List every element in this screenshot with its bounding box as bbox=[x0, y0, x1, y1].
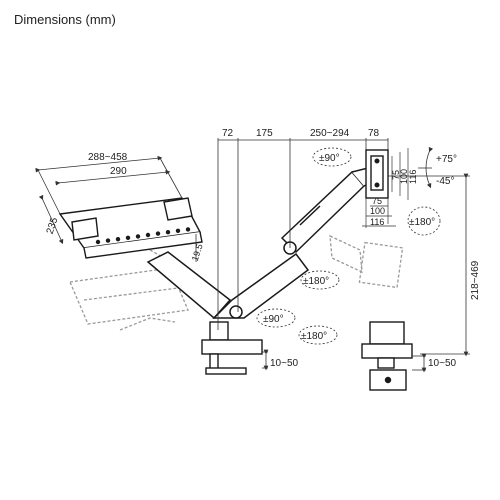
vesa-75-vertical-label: 75 bbox=[391, 170, 401, 180]
vesa-116-vertical-label: 116 bbox=[408, 170, 418, 184]
page-title: Dimensions (mm) bbox=[14, 12, 116, 27]
top-dimension-lines bbox=[217, 138, 389, 330]
vesa-plate bbox=[365, 149, 389, 199]
vesa-100-horizontal-label: 100 bbox=[370, 206, 385, 216]
clamp-left-dimension bbox=[262, 349, 269, 371]
vesa-116-horizontal-label: 116 bbox=[370, 217, 384, 227]
tray-tilt-label: 19.5 bbox=[190, 243, 205, 263]
dim-175-label: 175 bbox=[256, 128, 273, 139]
vesa-75-horizontal-label: 75 bbox=[372, 196, 382, 206]
rotation-180-vesa-label: ±180° bbox=[409, 217, 435, 228]
rotation-symbols bbox=[256, 147, 441, 345]
dim-250-294-label: 250~294 bbox=[310, 128, 350, 139]
rotation-180-low-label: ±180° bbox=[301, 331, 327, 342]
vesa-100-vertical-label: 100 bbox=[399, 169, 409, 184]
laptop-tray bbox=[58, 197, 203, 259]
height-range-label: 218~469 bbox=[470, 260, 481, 300]
tilt-down-label: -45° bbox=[436, 176, 454, 187]
dim-78-label: 78 bbox=[368, 128, 380, 139]
clamp-left-range-label: 10~50 bbox=[270, 358, 299, 369]
clamp-right-dimension bbox=[412, 353, 427, 373]
laptop-width-range-label: 288~458 bbox=[88, 152, 128, 163]
tilt-up-label: +75° bbox=[436, 154, 457, 165]
laptop-inner-width-label: 290 bbox=[110, 166, 127, 177]
clamp-right-range-label: 10~50 bbox=[428, 358, 457, 369]
ghost-laptop-tray bbox=[69, 267, 189, 331]
laptop-depth-label: 235 bbox=[45, 216, 61, 236]
vesa-dimension-lines bbox=[362, 148, 409, 228]
rotation-180-mid-label: ±180° bbox=[303, 276, 329, 287]
tray-dimension-lines bbox=[35, 155, 197, 262]
desk-clamp-right bbox=[361, 321, 413, 391]
height-dimension bbox=[380, 173, 470, 357]
dim-72-label: 72 bbox=[222, 128, 234, 139]
rotation-90-top-label: ±90° bbox=[319, 153, 340, 164]
monitor-arm bbox=[146, 167, 373, 320]
rotation-90-low-label: ±90° bbox=[263, 314, 284, 325]
tilt-indicator bbox=[418, 146, 434, 189]
desk-clamp-left bbox=[201, 321, 263, 375]
